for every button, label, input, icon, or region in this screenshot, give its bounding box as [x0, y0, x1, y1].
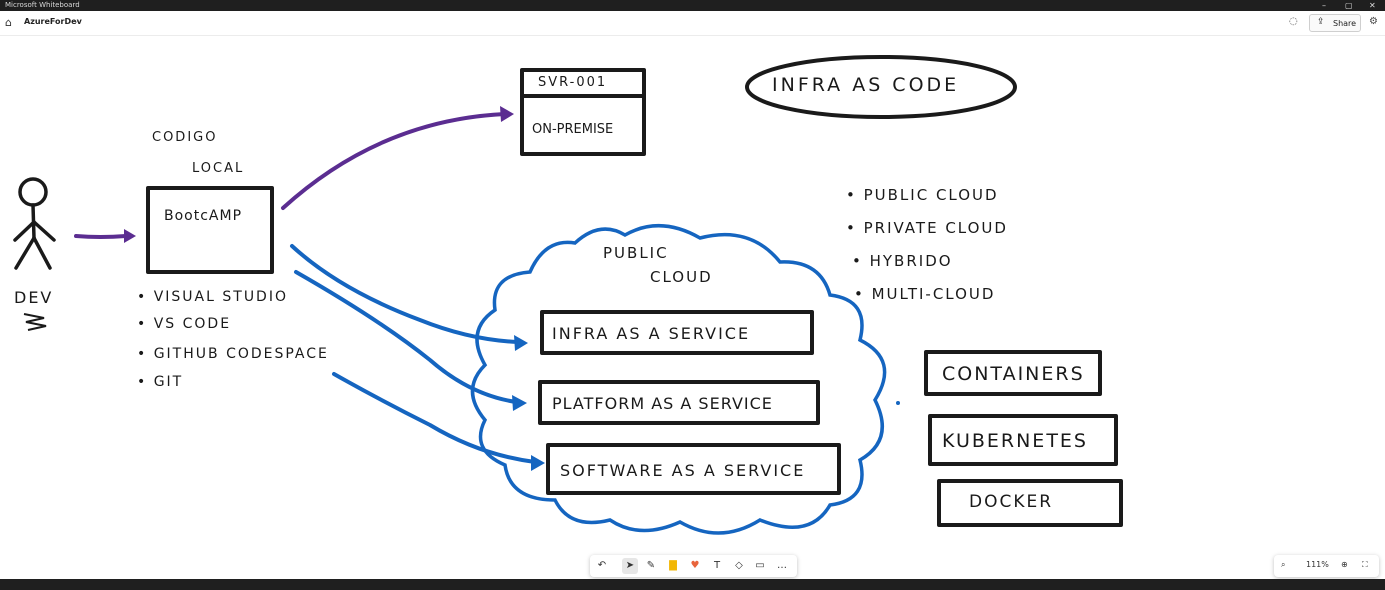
zoom-control: ⌕ 111% ⊕ ⛶	[1274, 555, 1379, 577]
bottom-toolbar: ↶ ➤ ✎ ▇ ♥ T ◇ ▭ …	[590, 555, 797, 577]
blue-arrow-to-iaas[interactable]	[290, 244, 528, 351]
top-toolbar: ⌂ AzureForDev ⌵ ◌ ⇪ Share ⚙	[0, 11, 1385, 36]
sticky-note-icon[interactable]: ▇	[669, 560, 677, 571]
share-button[interactable]: ⇪ Share	[1309, 14, 1361, 32]
dev-label[interactable]: DEV	[14, 288, 54, 307]
server-title: SVR-001	[538, 75, 608, 90]
close-button[interactable]: ✕	[1369, 1, 1376, 10]
undo-icon[interactable]: ↶	[597, 560, 607, 571]
home-icon[interactable]: ⌂	[5, 16, 12, 29]
whiteboard-canvas[interactable]	[0, 36, 1385, 579]
scribble-mark	[23, 313, 47, 331]
window-title-bar: Microsoft Whiteboard – ▢ ✕	[0, 0, 1385, 11]
server-divider	[524, 94, 642, 98]
chevron-down-icon[interactable]: ⌵	[73, 16, 80, 25]
tools-item-visual-studio[interactable]: • VISUAL STUDIO	[137, 289, 288, 305]
tools-item-vs-code[interactable]: • VS CODE	[137, 316, 232, 332]
select-tool-icon[interactable]: ➤	[622, 558, 638, 574]
containers-label: CONTAINERS	[942, 363, 1085, 385]
maximize-button[interactable]: ▢	[1345, 1, 1353, 10]
shapes-tool-icon[interactable]: ◇	[735, 560, 743, 571]
service-box-paas[interactable]: PLATFORM AS A SERVICE	[538, 380, 820, 425]
docker-label: DOCKER	[969, 492, 1054, 512]
codigo-label[interactable]: CODIGO	[152, 130, 218, 145]
cloud-type-hybrid[interactable]: • HYBRIDO	[852, 252, 953, 270]
kubernetes-box[interactable]: KUBERNETES	[928, 414, 1118, 466]
service-label-saas: SOFTWARE AS A SERVICE	[560, 461, 806, 480]
blue-arrow-to-paas[interactable]	[294, 270, 527, 411]
infra-as-code-label[interactable]: INFRA AS CODE	[772, 74, 960, 96]
blue-arrow-to-saas[interactable]	[332, 372, 545, 471]
tools-item-git[interactable]: • GIT	[137, 374, 184, 390]
public-cloud-shape[interactable]	[470, 224, 887, 535]
cloud-type-public[interactable]: • PUBLIC CLOUD	[846, 186, 999, 204]
kubernetes-label: KUBERNETES	[942, 430, 1088, 452]
docker-box[interactable]: DOCKER	[937, 479, 1123, 527]
service-box-saas[interactable]: SOFTWARE AS A SERVICE	[546, 443, 841, 495]
purple-arrow-dev-to-bootcamp[interactable]	[74, 229, 136, 243]
share-label: Share	[1333, 19, 1357, 28]
service-label-iaas: INFRA AS A SERVICE	[552, 324, 751, 343]
infra-as-code-ellipse[interactable]	[745, 55, 1017, 119]
taskbar-strip	[0, 579, 1385, 590]
cloud-type-private[interactable]: • PRIVATE CLOUD	[846, 219, 1008, 237]
cloud-type-multi[interactable]: • MULTI-CLOUD	[854, 285, 996, 303]
service-box-iaas[interactable]: INFRA AS A SERVICE	[540, 310, 814, 355]
tools-item-github-codespace[interactable]: • GITHUB CODESPACE	[137, 346, 329, 362]
fit-to-screen-icon[interactable]: ⛶	[1362, 560, 1368, 569]
cloud-title-cloud[interactable]: CLOUD	[650, 268, 713, 286]
sync-icon[interactable]: ◌	[1289, 16, 1298, 27]
cloud-title-public[interactable]: PUBLIC	[603, 244, 669, 262]
zoom-level[interactable]: 111%	[1306, 560, 1329, 569]
stick-figure[interactable]	[13, 177, 56, 270]
zoom-in-icon[interactable]: ⊕	[1341, 560, 1348, 569]
server-box[interactable]: SVR-001 ON-PREMISE	[520, 68, 646, 156]
local-label[interactable]: LOCAL	[192, 161, 245, 176]
board-name[interactable]: AzureForDev	[24, 17, 82, 26]
share-icon: ⇪	[1317, 17, 1325, 27]
server-body: ON-PREMISE	[532, 122, 614, 137]
bootcamp-label: BootcAMP	[164, 208, 243, 224]
bootcamp-box[interactable]: BootcAMP	[146, 186, 274, 274]
containers-box[interactable]: CONTAINERS	[924, 350, 1102, 396]
text-tool-icon[interactable]: T	[713, 560, 721, 571]
pen-tool-icon[interactable]: ✎	[646, 560, 656, 571]
purple-arrow-bootcamp-to-server[interactable]	[281, 106, 514, 210]
gear-icon[interactable]: ⚙	[1369, 16, 1378, 27]
stray-dot	[896, 401, 900, 405]
minimize-button[interactable]: –	[1322, 1, 1326, 10]
zoom-out-icon[interactable]: ⌕	[1281, 560, 1286, 569]
app-title: Microsoft Whiteboard	[5, 1, 80, 9]
template-icon[interactable]: ▭	[755, 560, 765, 571]
reaction-heart-icon[interactable]: ♥	[690, 560, 700, 571]
more-icon[interactable]: …	[777, 560, 787, 571]
service-label-paas: PLATFORM AS A SERVICE	[552, 394, 773, 413]
